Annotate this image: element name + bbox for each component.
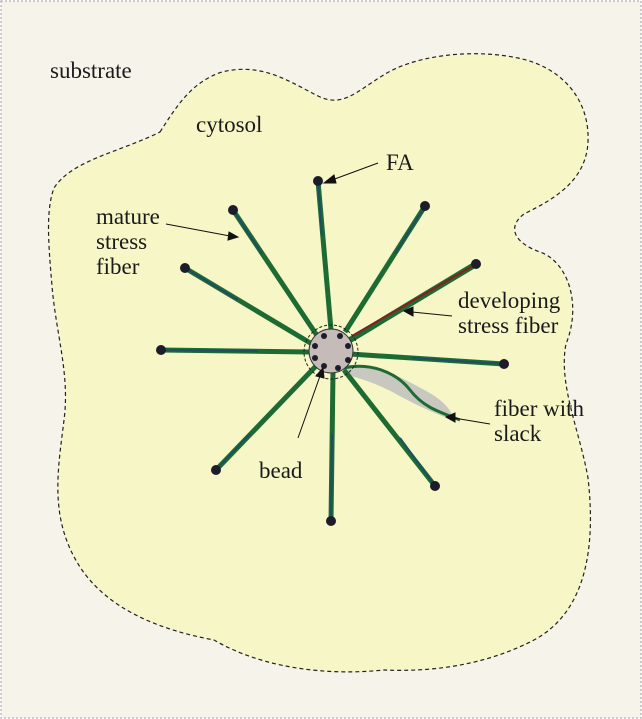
label-mature-stress-fiber: mature stress fiber (96, 204, 160, 279)
label-developing-stress-fiber: developing stress fiber (458, 288, 560, 338)
label-cytosol: cytosol (196, 112, 262, 137)
label-bead: bead (259, 458, 302, 483)
label-fiber-with-slack: fiber with slack (494, 396, 584, 446)
label-fa: FA (386, 150, 414, 175)
label-substrate: substrate (50, 58, 132, 83)
